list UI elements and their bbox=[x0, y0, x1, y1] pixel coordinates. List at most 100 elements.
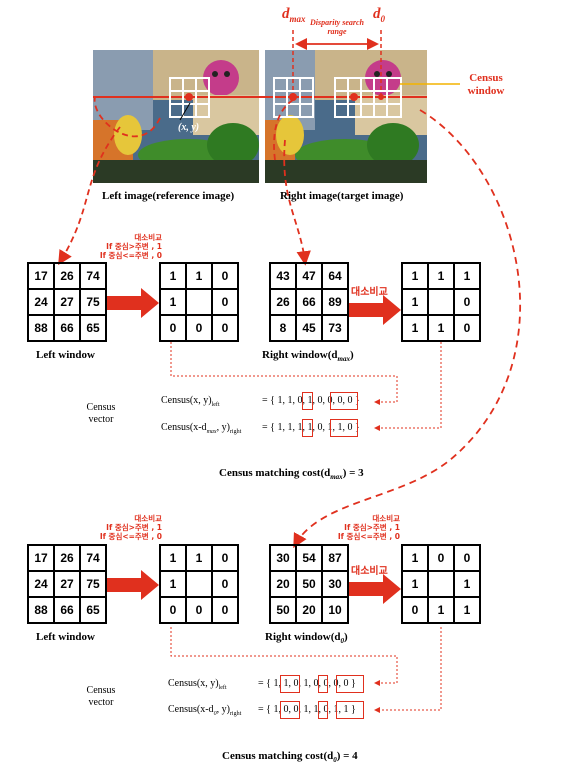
cell: 0 bbox=[402, 597, 428, 623]
cell: 88 bbox=[28, 597, 54, 623]
census-window-label: Census window bbox=[467, 72, 505, 97]
s1-diff-box-left-1 bbox=[302, 392, 313, 410]
cell: 65 bbox=[80, 597, 106, 623]
cell: 1 bbox=[402, 315, 428, 341]
s2-right-window-caption: Right window(d0) bbox=[265, 631, 348, 646]
left-center-pixel bbox=[185, 93, 193, 101]
cell: 1 bbox=[160, 263, 186, 289]
cell: 1 bbox=[454, 571, 480, 597]
cell: 1 bbox=[402, 545, 428, 571]
s1-left-window-caption: Left window bbox=[36, 349, 95, 361]
cell: 8 bbox=[270, 315, 296, 341]
cell: 54 bbox=[296, 545, 322, 571]
cell: 0 bbox=[428, 545, 454, 571]
left-image-caption: Left image(reference image) bbox=[102, 190, 235, 202]
s1-census-left: Census(x, y)left bbox=[161, 395, 220, 408]
cell: 10 bbox=[322, 597, 348, 623]
cell: 0 bbox=[160, 597, 186, 623]
cell: 1 bbox=[402, 263, 428, 289]
right-dmax-to-window-arrow bbox=[283, 139, 311, 266]
cell bbox=[186, 571, 212, 597]
cell: 43 bbox=[270, 263, 296, 289]
cell: 66 bbox=[54, 315, 80, 341]
cell: 1 bbox=[160, 289, 186, 315]
s1-diff-box-right-1 bbox=[302, 419, 313, 437]
s2-matching-cost: Census matching cost(d0) = 4 bbox=[222, 750, 358, 765]
s1-census-vector-label: Census vector bbox=[86, 402, 116, 425]
cell: 1 bbox=[454, 597, 480, 623]
s1-diff-box-right-2 bbox=[330, 419, 358, 437]
cell bbox=[428, 289, 454, 315]
s2-right-window: 30 54 87 20 50 30 50 20 10 bbox=[269, 544, 349, 624]
s1-census-right: Census(x-dmax, y)right bbox=[161, 422, 242, 435]
right-window-dmax bbox=[273, 77, 314, 118]
cell: 0 bbox=[454, 289, 480, 315]
s2-census-vector-label: Census vector bbox=[86, 685, 116, 708]
cell: 50 bbox=[296, 571, 322, 597]
cell bbox=[186, 289, 212, 315]
cell: 20 bbox=[270, 571, 296, 597]
cell: 1 bbox=[428, 597, 454, 623]
cell: 45 bbox=[296, 315, 322, 341]
s1-compare-note: 대소비교 If 중심>주변 , 1 If 중심<=주변 , 0 bbox=[99, 233, 162, 260]
cell: 0 bbox=[212, 289, 238, 315]
s2-diff-box-left-2 bbox=[318, 675, 328, 693]
cell: 17 bbox=[28, 545, 54, 571]
cell: 1 bbox=[428, 315, 454, 341]
s2-diff-box-right-3 bbox=[336, 701, 364, 719]
cell: 30 bbox=[322, 571, 348, 597]
xy-pointer bbox=[179, 102, 191, 121]
cell: 1 bbox=[402, 571, 428, 597]
s1-compare-label: 대소비교 bbox=[351, 287, 388, 298]
cell: 26 bbox=[270, 289, 296, 315]
s1-left-arrow bbox=[107, 288, 159, 318]
cell: 24 bbox=[28, 571, 54, 597]
cell: 1 bbox=[186, 263, 212, 289]
cell: 75 bbox=[80, 289, 106, 315]
cell: 74 bbox=[80, 263, 106, 289]
cell: 0 bbox=[212, 597, 238, 623]
s1-matching-cost: Census matching cost(dmax) = 3 bbox=[219, 467, 364, 482]
cell: 1 bbox=[160, 545, 186, 571]
s2-left-arrow bbox=[107, 570, 159, 600]
s2-census-left: Census(x, y)left bbox=[168, 678, 227, 691]
cell: 65 bbox=[80, 315, 106, 341]
s2-diff-box-right-2 bbox=[318, 701, 328, 719]
cell: 50 bbox=[270, 597, 296, 623]
s2-left-bits: 1 1 0 1 0 0 0 0 bbox=[159, 544, 239, 624]
s2-diff-box-left-3 bbox=[336, 675, 364, 693]
s2-left-window-caption: Left window bbox=[36, 631, 95, 643]
s1-right-arrow bbox=[349, 295, 401, 325]
cell: 30 bbox=[270, 545, 296, 571]
right-image-caption: Right image(target image) bbox=[280, 190, 404, 202]
cell: 66 bbox=[54, 597, 80, 623]
cell: 0 bbox=[212, 315, 238, 341]
cell: 26 bbox=[54, 263, 80, 289]
cell: 0 bbox=[212, 545, 238, 571]
s2-right-arrow bbox=[349, 574, 401, 604]
cell: 17 bbox=[28, 263, 54, 289]
s1-census-left-vector: = { 1, 1, 0, 1, 0, 0, 0, 0 } bbox=[262, 395, 360, 406]
right-dmax-loop-arrow bbox=[273, 99, 294, 161]
cell: 1 bbox=[428, 263, 454, 289]
cell: 74 bbox=[80, 545, 106, 571]
cell: 73 bbox=[322, 315, 348, 341]
disparity-search-range-label: Disparity search range bbox=[310, 18, 364, 36]
cell: 1 bbox=[186, 545, 212, 571]
cell: 0 bbox=[186, 597, 212, 623]
cell: 27 bbox=[54, 289, 80, 315]
cell: 1 bbox=[160, 571, 186, 597]
s1-right-bits: 1 1 1 1 0 1 1 0 bbox=[401, 262, 481, 342]
s1-census-right-vector: = { 1, 1, 1, 1, 0, 1, 1, 0 } bbox=[262, 422, 360, 433]
s1-diff-box-left-2 bbox=[330, 392, 358, 410]
left-loop-arrow bbox=[93, 96, 161, 138]
s1-left-bits: 1 1 0 1 0 0 0 0 bbox=[159, 262, 239, 342]
s2-census-left-vector: = { 1, 1, 0, 1, 0, 0, 0, 0 } bbox=[258, 678, 356, 689]
cell: 0 bbox=[212, 263, 238, 289]
cell: 27 bbox=[54, 571, 80, 597]
s2-compare-note: 대소비교 If 중심>주변 , 1 If 중심<=주변 , 0 bbox=[99, 514, 162, 541]
cell: 75 bbox=[80, 571, 106, 597]
cell: 1 bbox=[402, 289, 428, 315]
